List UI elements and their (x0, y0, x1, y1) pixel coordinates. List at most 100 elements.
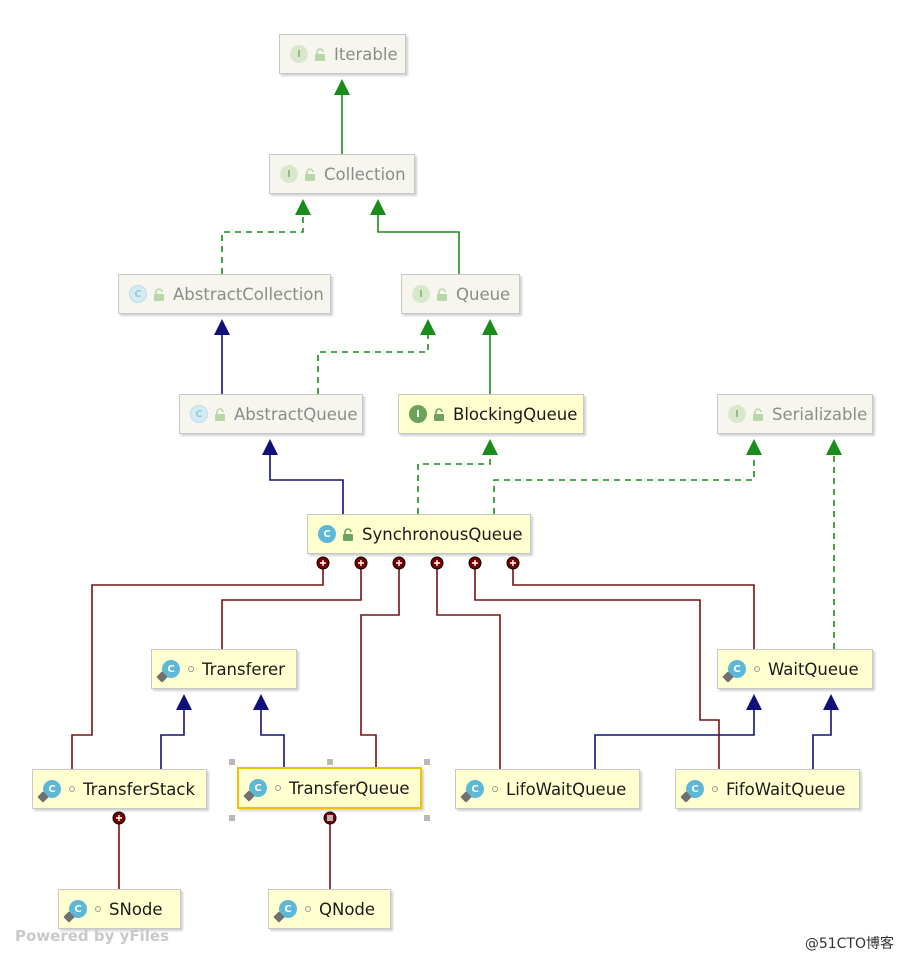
plus-icon (434, 560, 440, 566)
node-transferer[interactable]: C Transferer (151, 649, 297, 689)
node-iterable[interactable]: I Iterable (279, 34, 406, 74)
edge-class-extends (160, 694, 192, 769)
node-label: AbstractCollection (173, 284, 324, 304)
edge-line (269, 451, 344, 514)
public-lock-icon (433, 407, 445, 421)
node-label: Transferer (202, 659, 285, 679)
node-label: AbstractQueue (234, 404, 358, 424)
edge-inner (468, 556, 720, 769)
selection-handle[interactable] (229, 759, 235, 765)
node-label: TransferQueue (289, 778, 410, 798)
package-private-icon (188, 666, 194, 672)
edge-line (512, 562, 755, 649)
interface-icon: I (280, 165, 298, 183)
edge-line (594, 706, 755, 769)
node-label: Iterable (334, 44, 398, 64)
inner-class-icon: C (162, 660, 180, 678)
interface-icon: I (728, 405, 746, 423)
edge-class-extends (253, 694, 285, 767)
edge-class-extends (594, 694, 762, 769)
node-label: WaitQueue (768, 659, 859, 679)
edge-line (436, 562, 501, 769)
node-fifowaitqueue[interactable]: C FifoWaitQueue (675, 769, 860, 809)
inner-class-icon: C (69, 900, 87, 918)
inner-class-icon: C (279, 900, 297, 918)
edge-class-extends (812, 694, 839, 769)
arrow-head (214, 319, 230, 335)
edge-implements (221, 199, 311, 274)
edge-line (377, 211, 460, 274)
edge-inner (323, 811, 337, 889)
node-abstractqueue[interactable]: C AbstractQueue (179, 394, 363, 434)
edge-line (160, 706, 185, 769)
public-lock-icon (752, 407, 764, 421)
arrow-head (262, 439, 278, 455)
node-label: SynchronousQueue (362, 524, 523, 544)
arrow-head (420, 319, 436, 335)
inner-class-icon: C (686, 780, 704, 798)
selection-handle[interactable] (424, 759, 430, 765)
public-lock-icon (342, 527, 354, 541)
package-private-icon (712, 786, 718, 792)
selection-handle[interactable] (326, 815, 333, 821)
edge-implements (826, 439, 842, 649)
edge-inner (221, 556, 368, 649)
edge-implements (493, 439, 762, 514)
plus-icon (358, 560, 364, 566)
plus-icon (116, 815, 122, 821)
edge-class-extends (262, 439, 344, 514)
arrow-head (334, 79, 350, 95)
node-label: SNode (109, 899, 163, 919)
edge-line (317, 331, 429, 394)
watermark: @51CTO博客 (804, 936, 894, 952)
node-snode[interactable]: C SNode (58, 889, 181, 929)
edge-extends (482, 319, 498, 394)
selection-handle[interactable] (229, 815, 235, 821)
inner-class-icon: C (249, 779, 267, 797)
edge-inner (506, 556, 755, 649)
node-label: QNode (319, 899, 376, 919)
interface-icon: I (409, 405, 427, 423)
package-private-icon (305, 906, 311, 912)
powered-by-credit: Powered by yFiles (15, 927, 170, 945)
edge-extends (334, 79, 350, 154)
edge-line (493, 451, 755, 514)
edge-implements (417, 439, 498, 514)
node-label: Queue (456, 284, 511, 304)
selection-handle[interactable] (326, 759, 333, 765)
edge-line (221, 562, 362, 649)
edge-inner (430, 556, 501, 769)
interface-icon: I (290, 45, 308, 63)
node-label: TransferStack (83, 779, 196, 799)
selection-handle[interactable] (424, 815, 430, 821)
node-label: FifoWaitQueue (726, 779, 846, 799)
edge-inner (112, 811, 126, 889)
arrow-head (746, 439, 762, 455)
package-private-icon (69, 786, 75, 792)
abstract-class-icon: C (190, 405, 208, 423)
edge-line (417, 451, 491, 514)
arrow-head (370, 199, 386, 215)
plus-icon (472, 560, 478, 566)
arrow-head (295, 199, 311, 215)
node-transferqueue[interactable]: C TransferQueue (237, 767, 422, 809)
node-qnode[interactable]: C QNode (268, 889, 391, 929)
edge-line (221, 211, 304, 274)
arrow-head (746, 694, 762, 710)
arrow-head (482, 439, 498, 455)
edge-line (260, 706, 285, 767)
arrow-head (826, 439, 842, 455)
public-lock-icon (304, 167, 316, 181)
arrow-head (823, 694, 839, 710)
